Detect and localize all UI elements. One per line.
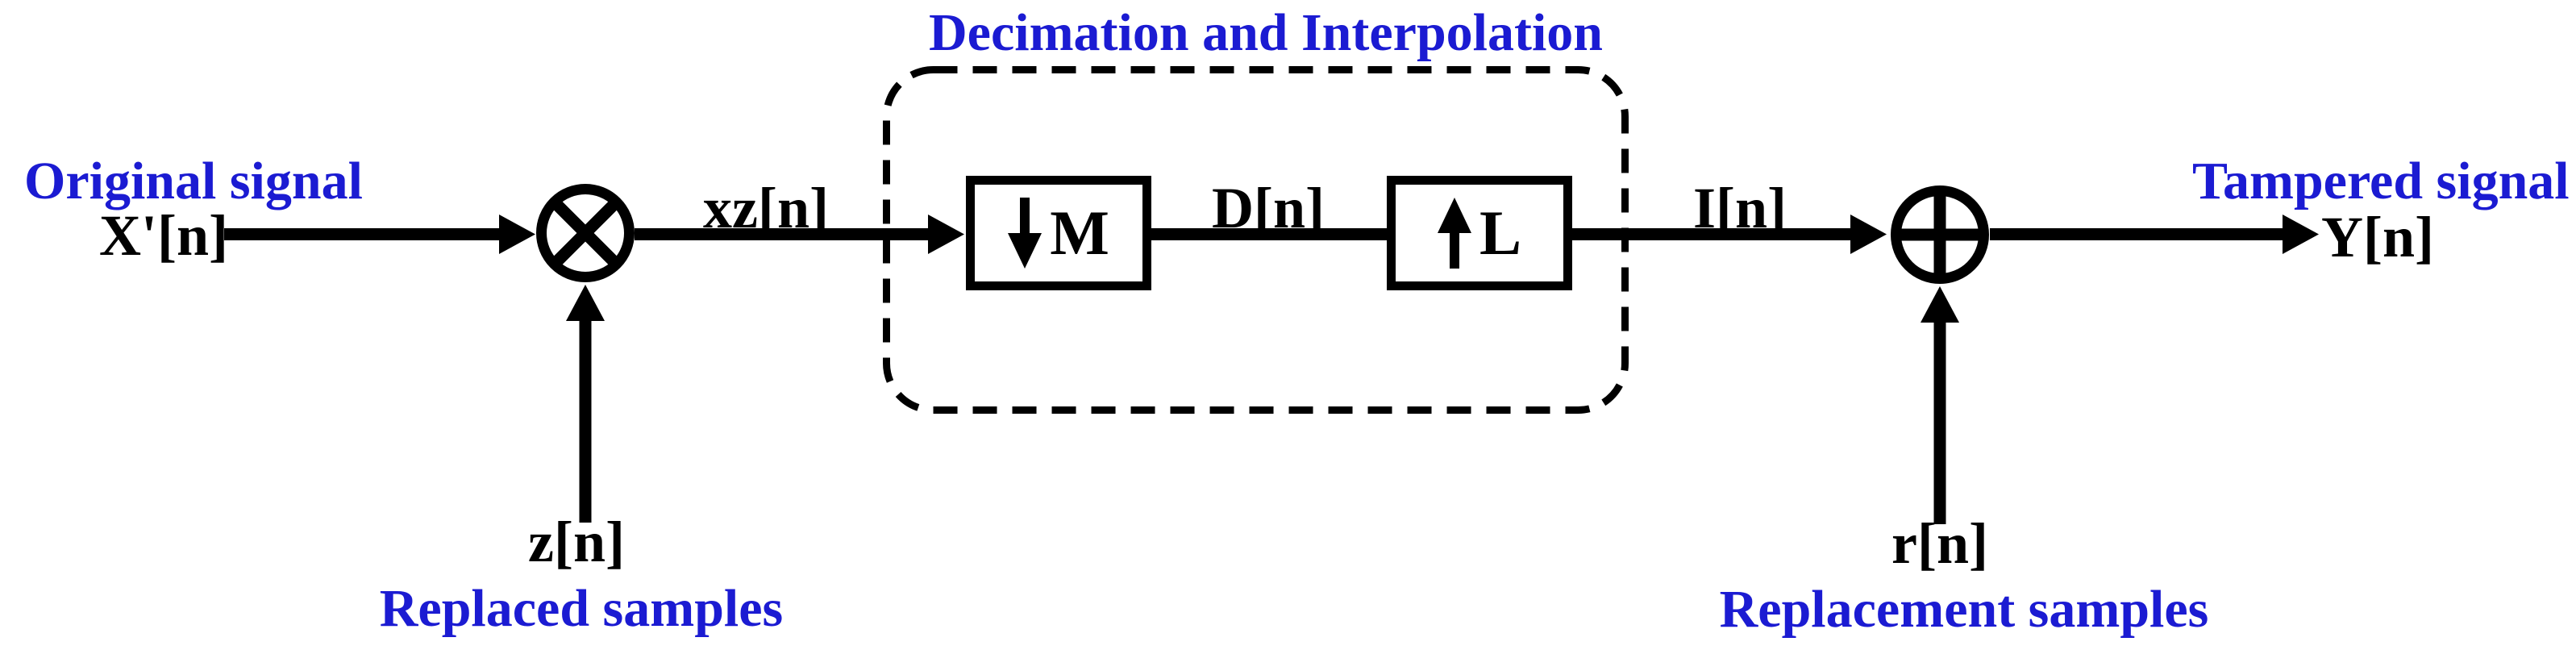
replacement-samples-caption: Replacement samples bbox=[1719, 580, 2209, 639]
replacement-input-label: r[n] bbox=[1891, 511, 1988, 576]
multiplier-circle bbox=[536, 184, 635, 282]
multiplied-signal-label: xz[n] bbox=[703, 176, 829, 240]
interpolated-signal-label: I[n] bbox=[1692, 176, 1787, 240]
adder-input-arrowhead-icon bbox=[1850, 215, 1887, 254]
decimator-content: M bbox=[971, 180, 1147, 286]
input-signal-label: X'[n] bbox=[99, 203, 228, 268]
interpolator-letter: L bbox=[1479, 198, 1522, 268]
output-arrowhead-icon bbox=[2283, 215, 2319, 254]
input-arrowhead-icon bbox=[499, 215, 535, 254]
replacement-samples-arrowhead-icon bbox=[1921, 286, 1959, 323]
replaced-samples-caption: Replaced samples bbox=[379, 579, 784, 638]
decimator-input-arrowhead-icon bbox=[928, 215, 964, 254]
interpolator-content: L bbox=[1392, 180, 1567, 286]
tampered-signal-caption: Tampered signal bbox=[2192, 152, 2570, 210]
decimator-letter: M bbox=[1050, 198, 1109, 268]
adder-circle bbox=[1891, 185, 1989, 284]
interpolator-box bbox=[1387, 176, 1572, 290]
decimator-box bbox=[966, 176, 1151, 290]
upsample-arrow-icon bbox=[1437, 198, 1471, 269]
original-signal-caption: Original signal bbox=[24, 152, 363, 210]
decimated-signal-label: D[n] bbox=[1212, 176, 1325, 240]
stage-title: Decimation and Interpolation bbox=[928, 3, 1604, 62]
downsample-arrow-icon bbox=[1008, 198, 1042, 269]
replaced-samples-arrowhead-icon bbox=[566, 285, 605, 321]
replaced-input-label: z[n] bbox=[528, 510, 625, 574]
output-signal-label: Y[n] bbox=[2321, 205, 2434, 269]
multiply-cross-stroke-2 bbox=[550, 198, 621, 269]
